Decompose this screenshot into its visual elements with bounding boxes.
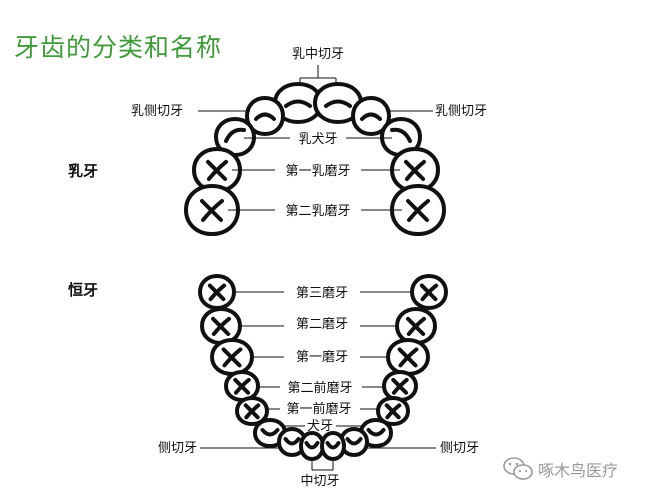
label-permanent-second-premolar: 第二前磨牙 <box>287 380 352 396</box>
primary-second-molar-right-mark <box>406 199 430 222</box>
label-primary-lateral-incisor-left: 乳侧切牙 <box>131 104 183 119</box>
label-primary-second-molar: 第二乳磨牙 <box>285 204 350 219</box>
label-permanent-second-molar: 第二磨牙 <box>296 317 348 332</box>
primary-second-molar-left-mark <box>200 199 224 222</box>
permanent-second-premolar-left-mark <box>233 377 251 395</box>
permanent-first-premolar-right-mark <box>384 403 402 420</box>
watermark: 啄木鸟医疗 <box>502 456 618 482</box>
label-primary-canine: 乳犬牙 <box>298 132 337 147</box>
primary-canine-left-mark <box>224 127 246 143</box>
primary-canine-right-mark <box>390 127 412 143</box>
permanent-central-incisor-right-mark <box>325 441 341 450</box>
label-primary-central-incisor: 乳中切牙 <box>292 47 344 62</box>
primary-lateral-incisor-right-mark <box>360 112 382 121</box>
permanent-lateral-incisor-left-mark <box>283 437 301 446</box>
permanent-canine-left-mark <box>260 428 280 437</box>
permanent-first-molar-right-mark <box>397 347 419 368</box>
watermark-text: 啄木鸟医疗 <box>538 461 619 480</box>
permanent-central-incisor-left-mark <box>304 441 320 450</box>
wechat-icon <box>503 457 533 480</box>
label-permanent-lateral-incisor-right: 侧切牙 <box>440 441 479 456</box>
label-permanent-canine: 犬牙 <box>307 419 333 434</box>
primary-first-molar-right-mark <box>404 159 426 181</box>
permanent-canine-right-mark <box>366 428 386 437</box>
label-permanent-first-molar: 第一磨牙 <box>296 350 348 365</box>
permanent-second-premolar-right-mark <box>391 377 409 395</box>
label-permanent-lateral-incisor-left: 侧切牙 <box>158 441 197 456</box>
primary-first-molar-left-mark <box>206 159 228 181</box>
diagram-title: 牙齿的分类和名称 <box>14 33 223 62</box>
permanent-third-molar-left-mark <box>207 283 227 302</box>
permanent-first-premolar-left-mark <box>243 403 261 420</box>
label-permanent-central-incisor: 中切牙 <box>300 474 339 489</box>
primary-lateral-incisor-left-mark <box>254 112 276 121</box>
primary-canine-right <box>380 117 422 157</box>
permanent-section-label: 恒牙 <box>68 281 99 299</box>
label-primary-first-molar: 第一乳磨牙 <box>285 164 350 179</box>
permanent-lateral-incisor-right-mark <box>345 437 363 446</box>
permanent-first-molar-left-mark <box>221 347 243 368</box>
label-permanent-third-molar: 第三磨牙 <box>296 286 348 301</box>
permanent-second-molar-right-mark <box>406 316 426 336</box>
primary-central-incisor-right-mark <box>324 99 352 108</box>
label-primary-lateral-incisor-right: 乳侧切牙 <box>435 104 487 119</box>
permanent-third-molar-right-mark <box>419 283 439 302</box>
label-permanent-first-premolar: 第一前磨牙 <box>286 401 351 417</box>
primary-section-label: 乳牙 <box>68 162 99 180</box>
primary-central-incisor-left-mark <box>284 99 312 108</box>
permanent-second-molar-left-mark <box>211 316 231 336</box>
